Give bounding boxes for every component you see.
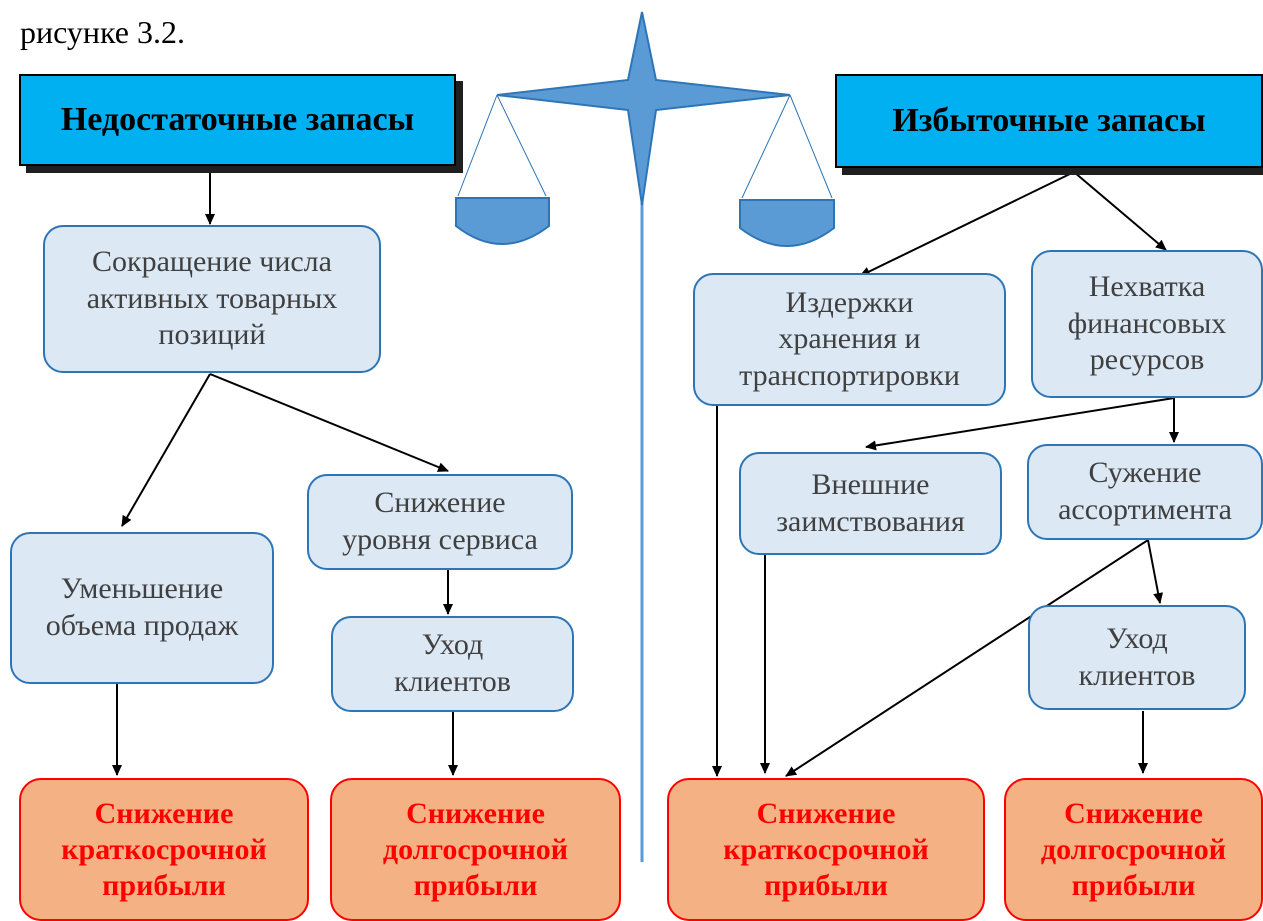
right-pan	[739, 199, 835, 247]
arrow	[859, 171, 1075, 277]
header-excess-stock: Избыточные запасы	[835, 74, 1263, 168]
arrow	[121, 373, 211, 527]
result-long-term-profit-left: Снижение долгосрочной прибыли	[330, 778, 621, 921]
figure-caption: рисунке 3.2.	[20, 14, 185, 50]
arrow	[865, 397, 1175, 451]
node-reduce-active-items: Сокращение числа активных товарных позиц…	[43, 225, 381, 373]
left-pan	[455, 197, 550, 245]
result-short-term-profit-right: Снижение краткосрочной прибыли	[667, 778, 985, 921]
arrow	[1147, 539, 1164, 604]
node-sales-volume-drop: Уменьшение объема продаж	[10, 532, 274, 684]
result-long-term-profit-right: Снижение долгосрочной прибыли	[1004, 778, 1263, 921]
node-service-level-drop: Снижение уровня сервиса	[307, 474, 573, 570]
arrow	[785, 539, 1149, 777]
node-financial-resources-lack: Нехватка финансовых ресурсов	[1031, 250, 1263, 398]
node-external-borrowing: Внешние заимствования	[739, 452, 1002, 555]
result-short-term-profit-left: Снижение краткосрочной прибыли	[19, 778, 309, 921]
node-storage-transport-costs: Издержки хранения и транспортировки	[693, 273, 1006, 406]
node-assortment-narrowing: Сужение ассортимента	[1027, 444, 1263, 540]
balance-scale-icon	[455, 11, 835, 862]
connector-arrows	[112, 167, 1179, 777]
arrow	[1073, 171, 1167, 251]
node-client-loss-right: Уход клиентов	[1028, 605, 1246, 710]
header-insufficient-stock: Недостаточные запасы	[19, 74, 456, 166]
node-client-loss-left: Уход клиентов	[331, 616, 574, 712]
scale-star	[496, 11, 791, 206]
arrow	[209, 373, 449, 472]
